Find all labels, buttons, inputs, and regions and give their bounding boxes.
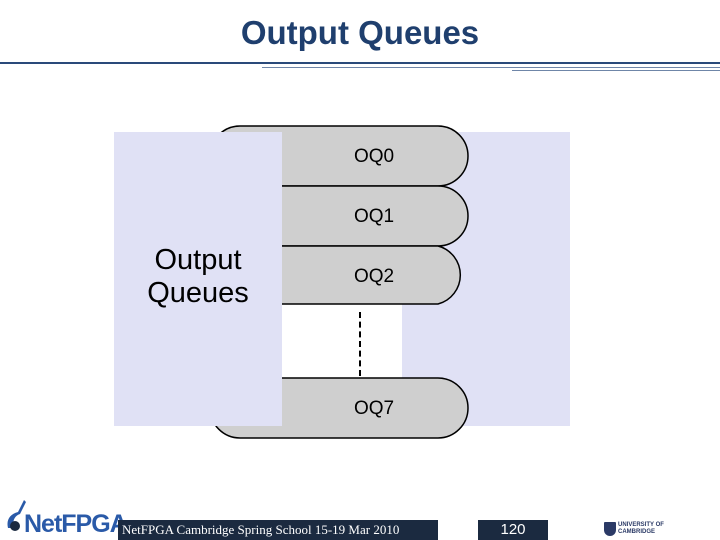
netfpga-logo-text: NetFPGA	[24, 510, 128, 538]
university-logo: UNIVERSITY OF CAMBRIDGE	[604, 520, 720, 540]
queue-label-oq1: OQ1	[353, 206, 395, 227]
university-name: UNIVERSITY OF CAMBRIDGE	[618, 522, 664, 535]
queue-label-oq7: OQ7	[353, 398, 395, 419]
footer-event-text: NetFPGA Cambridge Spring School 15-19 Ma…	[118, 520, 438, 540]
queue-label-oq2: OQ2	[353, 266, 395, 287]
queue-gap-area	[282, 300, 402, 380]
title-divider-secondary	[262, 67, 720, 68]
university-crest-icon	[604, 522, 616, 536]
title-divider	[0, 62, 720, 64]
page-number: 120	[478, 520, 548, 540]
netfpga-logo-icon	[7, 500, 27, 531]
output-queues-panel	[114, 132, 282, 426]
output-queues-label: Output Queues	[147, 244, 249, 309]
title-divider-tertiary	[512, 70, 720, 71]
ellipsis-dashed-line	[359, 312, 361, 376]
queue-label-oq0: OQ0	[353, 146, 395, 167]
slide-title: Output Queues	[240, 14, 480, 51]
